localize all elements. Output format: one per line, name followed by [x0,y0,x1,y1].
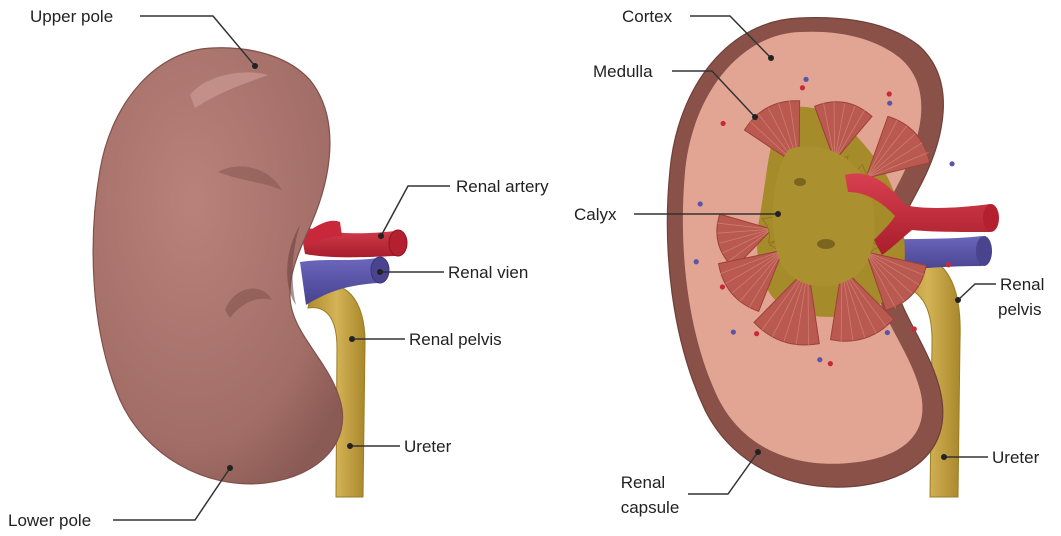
renal-capsule-label-line1: Renal [621,473,665,492]
label-renal-pelvis-right: Renal pelvis [955,275,1044,319]
medulla-dot [752,114,758,120]
arcuate-artery-dot [800,85,805,90]
ureter-left-dot [347,443,353,449]
ureter-right-dot [941,454,947,460]
upper-pole-dot [252,63,258,69]
medulla-label: Medulla [593,62,653,81]
renal-capsule-dot [755,449,761,455]
lower-pole-dot [227,465,233,471]
renal-artery-dot [378,233,384,239]
lower-pole-label: Lower pole [8,511,91,530]
arcuate-artery-dot [754,331,759,336]
renal-vien-label: Renal vien [448,263,528,282]
pelvis-shadow-2 [794,178,806,186]
label-renal-pelvis-left: Renal pelvis [349,330,502,349]
arcuate-artery-dot [828,361,833,366]
arcuate-vein-dot [698,201,703,206]
cortex-label: Cortex [622,7,673,26]
calyx-dot [775,211,781,217]
label-renal-capsule: Renal capsule [621,449,761,517]
arcuate-vein-dot [949,161,954,166]
renal-artery-leader [381,186,450,236]
arcuate-artery-dot [912,326,917,331]
ureter-right-label: Ureter [992,448,1040,467]
upper-pole-label: Upper pole [30,7,113,26]
external-kidney [93,48,407,497]
arcuate-artery-dot [946,262,951,267]
cortex-dot [768,55,774,61]
renal-capsule-label-line2: capsule [621,498,680,517]
renal-artery-label: Renal artery [456,177,549,196]
renal-pelvis-right-leader [958,284,996,300]
right-renal-vein-opening [976,236,992,266]
arcuate-vein-dot [694,259,699,264]
calyx-label: Calyx [574,205,617,224]
left-renal-artery-opening [389,230,407,256]
right-renal-artery-opening [983,204,999,232]
renal-pelvis-left-dot [349,336,355,342]
arcuate-vein-dot [803,77,808,82]
cross-section-kidney [667,18,999,497]
pelvis-shadow [817,239,835,249]
arcuate-vein-dot [887,101,892,106]
arcuate-artery-dot [887,91,892,96]
label-renal-vien: Renal vien [377,263,528,282]
renal-pelvis-left-label: Renal pelvis [409,330,502,349]
arcuate-artery-dot [720,284,725,289]
renal-pelvis-right-label-line1: Renal [1000,275,1044,294]
arcuate-artery-dot [721,121,726,126]
arcuate-vein-dot [885,330,890,335]
label-renal-artery: Renal artery [378,177,549,239]
renal-pelvis-right-dot [955,297,961,303]
ureter-left-label: Ureter [404,437,452,456]
arcuate-vein-dot [731,329,736,334]
arcuate-vein-dot [817,357,822,362]
renal-vien-dot [377,269,383,275]
renal-pelvis-right-label-line2: pelvis [998,300,1041,319]
